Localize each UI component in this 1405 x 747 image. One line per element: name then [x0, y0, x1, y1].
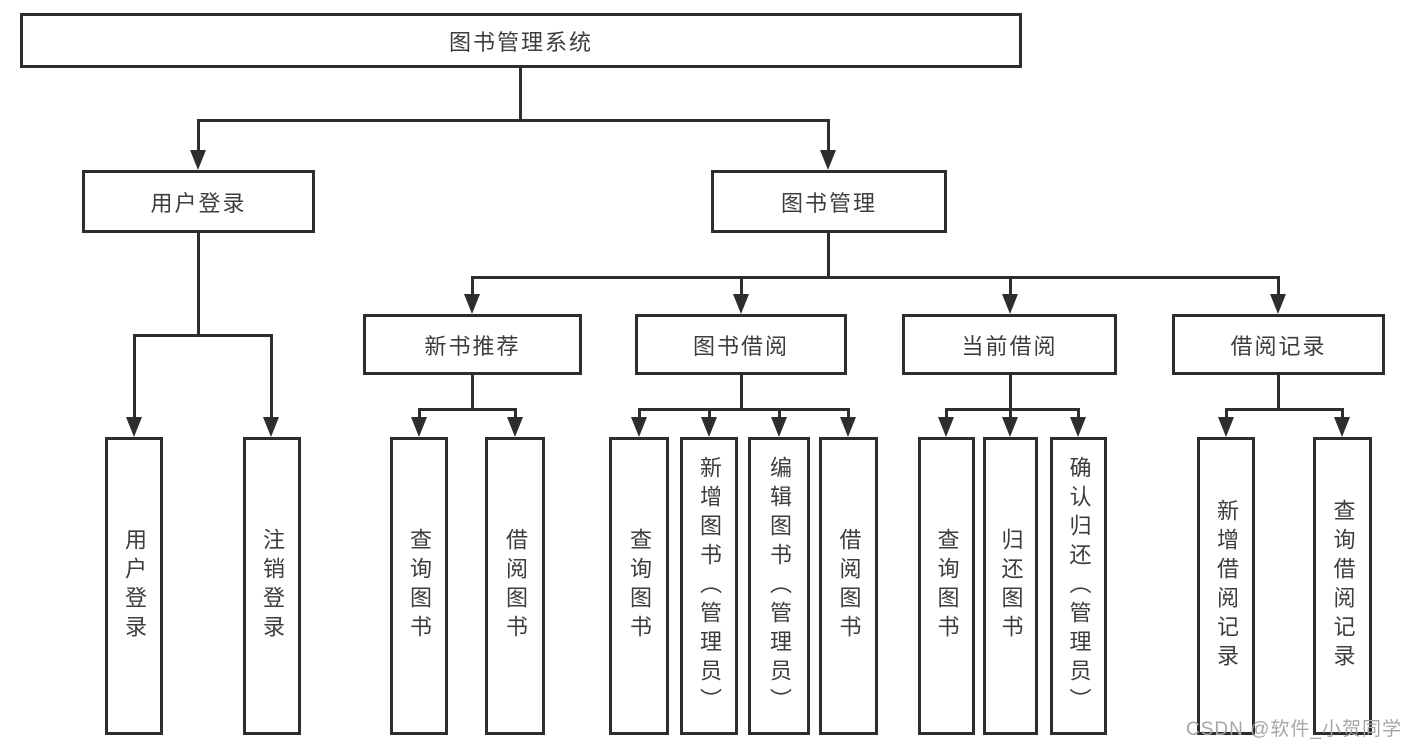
node-user-login: 用户登录 [82, 170, 315, 233]
connector-drop [418, 408, 421, 420]
leaf-logout-login-label: 注销登录 [260, 528, 285, 644]
connector-drop-current-borrowing [1009, 276, 1012, 296]
leaf-user-login-label: 用户登录 [122, 528, 147, 644]
connector-drop [638, 408, 641, 420]
connector-drop [1077, 408, 1080, 420]
leaf-query-books-borrowing-label: 查询图书 [627, 528, 652, 644]
connector-book-management-stem [827, 233, 830, 278]
leaf-add-books-admin-label: 新增图书（管理员） [697, 455, 722, 717]
node-borrowing-records: 借阅记录 [1172, 314, 1385, 375]
connector-user-login-stem [197, 233, 200, 337]
connector-drop [1341, 408, 1344, 420]
connector-root-stem [519, 68, 522, 121]
node-current-borrowing-label: 当前借阅 [961, 333, 1058, 359]
connector-drop-user-login [197, 119, 200, 154]
arrowhead-user-login [190, 150, 206, 170]
leaf-add-borrow-record: 新增借阅记录 [1197, 437, 1255, 735]
node-book-management-label: 图书管理 [780, 190, 877, 216]
node-new-book-recommendation-label: 新书推荐 [424, 333, 521, 359]
leaf-query-borrow-record: 查询借阅记录 [1313, 437, 1372, 735]
arrowhead [1334, 417, 1350, 437]
arrowhead [1218, 417, 1234, 437]
connector-book-borrowing-stem [740, 375, 743, 411]
node-root: 图书管理系统 [20, 13, 1022, 68]
node-current-borrowing: 当前借阅 [902, 314, 1117, 375]
connector-drop-new-book [471, 276, 474, 296]
node-borrowing-records-label: 借阅记录 [1230, 333, 1327, 359]
leaf-borrow-books-borrowing: 借阅图书 [819, 437, 878, 735]
connector-new-book-stem [471, 375, 474, 411]
arrowhead-leaf-logout [263, 417, 279, 437]
leaf-return-books-label: 归还图书 [998, 528, 1024, 644]
leaf-confirm-return-admin-label: 确认归还（管理员） [1066, 455, 1092, 717]
leaf-return-books: 归还图书 [983, 437, 1038, 735]
leaf-borrow-books-recommend-label: 借阅图书 [503, 528, 528, 644]
connector-drop [1009, 408, 1012, 420]
connector-drop-borrowing-records [1277, 276, 1280, 296]
connector-drop [1225, 408, 1228, 420]
connector-book-borrowing-rail [638, 408, 849, 411]
connector-drop [847, 408, 850, 420]
connector-drop [945, 408, 948, 420]
connector-level1-rail [197, 119, 830, 122]
leaf-add-books-admin: 新增图书（管理员） [680, 437, 738, 735]
leaf-borrow-books-recommend: 借阅图书 [485, 437, 545, 735]
connector-current-borrowing-stem [1009, 375, 1012, 411]
arrowhead-new-book [464, 294, 480, 314]
leaf-add-borrow-record-label: 新增借阅记录 [1214, 499, 1239, 673]
node-user-login-label: 用户登录 [150, 190, 247, 216]
arrowhead-borrowing-records [1270, 294, 1286, 314]
arrowhead [1070, 417, 1086, 437]
leaf-logout-login: 注销登录 [243, 437, 301, 735]
arrowhead-current-borrowing [1002, 294, 1018, 314]
connector-level2-rail [471, 276, 1279, 279]
leaf-query-borrow-record-label: 查询借阅记录 [1330, 499, 1356, 673]
watermark: CSDN @软件_小贺同学 [1186, 719, 1402, 740]
arrowhead [1002, 417, 1018, 437]
leaf-query-books-recommend: 查询图书 [390, 437, 448, 735]
node-root-label: 图书管理系统 [448, 29, 593, 55]
connector-new-book-rail [418, 408, 517, 411]
arrowhead-book-management [820, 150, 836, 170]
leaf-query-books-current-label: 查询图书 [934, 528, 960, 644]
connector-drop-leaf-login [133, 334, 136, 420]
node-book-borrowing: 图书借阅 [635, 314, 847, 375]
arrowhead [840, 417, 856, 437]
connector-user-login-rail [133, 334, 273, 337]
connector-drop [708, 408, 711, 420]
connector-drop-book-management [827, 119, 830, 154]
node-new-book-recommendation: 新书推荐 [363, 314, 582, 375]
leaf-confirm-return-admin: 确认归还（管理员） [1050, 437, 1107, 735]
arrowhead [631, 417, 647, 437]
node-book-management: 图书管理 [711, 170, 947, 233]
arrowhead-book-borrowing [733, 294, 749, 314]
leaf-query-books-current: 查询图书 [918, 437, 975, 735]
leaf-query-books-borrowing: 查询图书 [609, 437, 669, 735]
arrowhead-leaf-login [126, 417, 142, 437]
leaf-borrow-books-borrowing-label: 借阅图书 [836, 528, 862, 644]
arrowhead [701, 417, 717, 437]
arrowhead [507, 417, 523, 437]
connector-current-borrowing-rail [945, 408, 1080, 411]
arrowhead [771, 417, 787, 437]
node-book-borrowing-label: 图书借阅 [692, 333, 789, 359]
connector-drop-book-borrowing [740, 276, 743, 296]
arrowhead [411, 417, 427, 437]
leaf-edit-books-admin-label: 编辑图书（管理员） [767, 455, 792, 717]
connector-drop-leaf-logout [270, 334, 273, 420]
connector-drop [778, 408, 781, 420]
connector-borrowing-records-rail [1225, 408, 1343, 411]
leaf-query-books-recommend-label: 查询图书 [407, 528, 432, 644]
leaf-edit-books-admin: 编辑图书（管理员） [748, 437, 810, 735]
arrowhead [938, 417, 954, 437]
connector-drop [514, 408, 517, 420]
connector-borrowing-records-stem [1277, 375, 1280, 411]
leaf-user-login: 用户登录 [105, 437, 163, 735]
